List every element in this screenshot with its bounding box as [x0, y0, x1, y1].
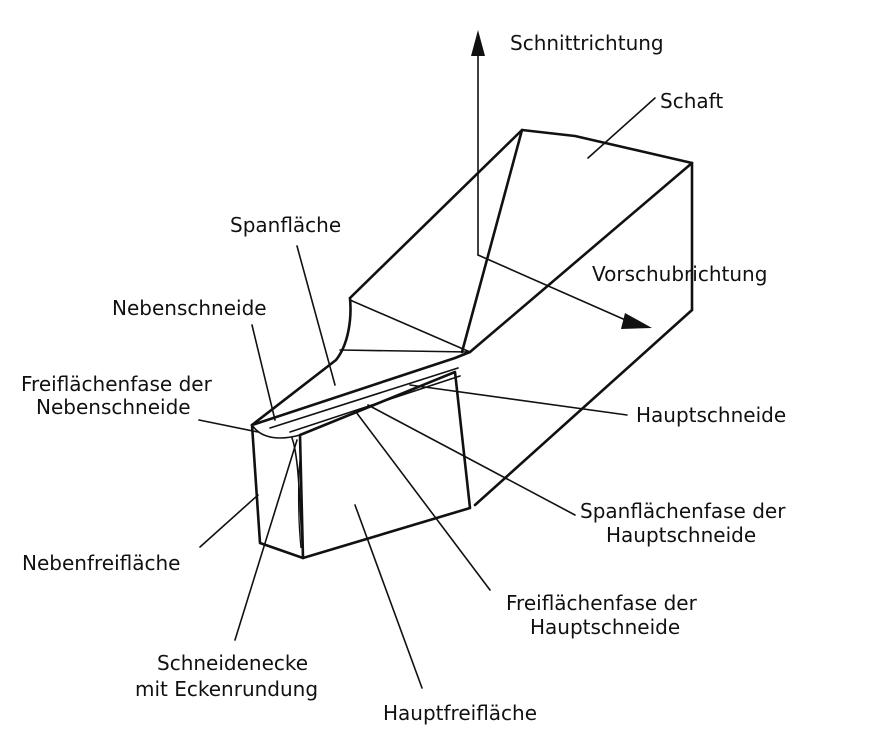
labels: Schnittrichtung Schaft Vorschubrichtung … — [21, 31, 786, 725]
label-freiflaechenfase-neben-line2: Nebenschneide — [36, 395, 191, 419]
rake-face — [250, 296, 472, 433]
label-freiflaechenfase-haupt-line1: Freiflächenfase der — [506, 591, 698, 615]
label-schneidenecke-line2: mit Eckenrundung — [135, 677, 318, 701]
label-nebenfreiflaeche: Nebenfreifläche — [22, 551, 180, 575]
label-vorschubrichtung: Vorschubrichtung — [592, 262, 767, 286]
shank-body — [348, 128, 694, 507]
label-hauptschneide: Hauptschneide — [636, 403, 786, 427]
label-schneidenecke-line1: Schneidenecke — [157, 651, 308, 675]
label-spanflaeche: Spanfläche — [230, 213, 341, 237]
label-spanflaechenfase-haupt-line1: Spanflächenfase der — [580, 499, 786, 523]
label-spanflaechenfase-haupt-line2: Hauptschneide — [606, 523, 756, 547]
label-hauptfreiflaeche: Hauptfreifläche — [383, 701, 537, 725]
label-schaft: Schaft — [660, 89, 723, 113]
label-schnittrichtung: Schnittrichtung — [510, 31, 664, 55]
leader-lines — [198, 97, 656, 689]
label-nebenschneide: Nebenschneide — [112, 296, 267, 320]
vorschubrichtung-arrow — [477, 254, 652, 329]
label-freiflaechenfase-haupt-line2: Hauptschneide — [530, 615, 680, 639]
schnittrichtung-arrow — [471, 30, 485, 256]
label-freiflaechenfase-neben-line1: Freiflächenfase der — [21, 372, 213, 396]
